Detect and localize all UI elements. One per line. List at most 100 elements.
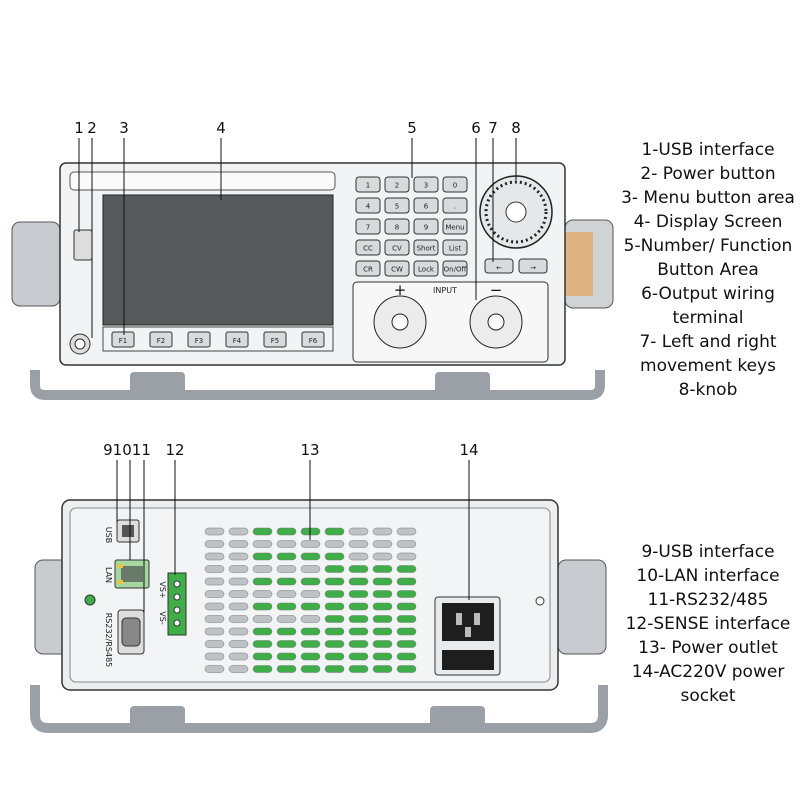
callout-4: 4 xyxy=(216,119,226,137)
vent-slot xyxy=(276,652,297,661)
keypad-key xyxy=(384,218,410,235)
keypad-key xyxy=(442,176,468,193)
vent-slot xyxy=(372,527,393,536)
keypad-key-label: 8 xyxy=(395,224,399,232)
vent-slot xyxy=(228,652,249,661)
positive-terminal-core xyxy=(391,313,409,331)
vent-slot xyxy=(300,590,321,598)
vent-slot xyxy=(396,552,417,561)
vent-slot xyxy=(228,527,249,536)
vent-slot xyxy=(348,590,369,598)
vent-slot xyxy=(324,602,345,611)
keypad-key xyxy=(442,218,468,235)
callout-3: 3 xyxy=(119,119,129,137)
front-callouts: 1 2 3 4 5 6 7 8 xyxy=(74,119,521,338)
keypad-key-label: Lock xyxy=(418,266,435,274)
terminal-plus-label: + xyxy=(394,281,407,299)
soft-key-label: F3 xyxy=(195,337,203,345)
vent-slot xyxy=(348,527,369,536)
soft-key xyxy=(187,331,211,348)
back-right-side-knob xyxy=(557,559,607,655)
vent-slot xyxy=(228,640,249,648)
soft-key xyxy=(111,331,135,348)
vent-slot xyxy=(348,565,369,573)
lan-label: LAN xyxy=(104,567,113,583)
vent-slot xyxy=(348,665,369,673)
keypad-key-label: 9 xyxy=(424,224,428,232)
vent-slot xyxy=(228,602,249,611)
soft-key xyxy=(149,331,173,348)
soft-key xyxy=(263,331,287,348)
vent-slot xyxy=(372,590,393,598)
vent-slot xyxy=(396,652,417,661)
display-screen xyxy=(102,194,334,326)
vent-slot xyxy=(372,602,393,611)
vent-slot xyxy=(228,665,249,673)
legend-item: 5-Number/ Function Button Area xyxy=(623,236,793,280)
vent-slot xyxy=(276,540,297,548)
vent-slot xyxy=(348,540,369,548)
front-usb-port xyxy=(73,229,93,261)
back-legend: 9-USB interface 10-LAN interface 11-RS23… xyxy=(618,540,798,708)
fuse-drawer xyxy=(442,650,494,670)
keypad-key xyxy=(355,176,381,193)
keypad-key xyxy=(413,239,439,256)
left-arrow-glyph: ← xyxy=(496,264,502,272)
keypad-key xyxy=(384,176,410,193)
right-arrow-glyph: → xyxy=(530,264,536,272)
keypad-key xyxy=(355,218,381,235)
keypad-key xyxy=(384,239,410,256)
legend-item: 1-USB interface xyxy=(641,140,775,160)
vent-slot xyxy=(324,552,345,561)
vent-slot xyxy=(348,615,369,623)
vs-minus-label: VS- xyxy=(158,611,167,625)
rs232-port-inner xyxy=(121,617,141,647)
vent-slot xyxy=(348,640,369,648)
vent-slot xyxy=(396,527,417,536)
legend-item: 13- Power outlet xyxy=(638,638,778,658)
vent-slot xyxy=(276,565,297,573)
vent-slot xyxy=(276,590,297,598)
vent-slot xyxy=(228,565,249,573)
vent-slot xyxy=(372,627,393,636)
back-foot-left xyxy=(130,706,185,726)
vent-slot xyxy=(324,527,345,536)
keypad-key-label: 7 xyxy=(366,224,370,232)
keypad-key-label: CV xyxy=(392,245,402,253)
vent-slot xyxy=(300,652,321,661)
vent-slot xyxy=(204,540,225,548)
usb-label: USB xyxy=(104,527,113,543)
vent-slot xyxy=(324,540,345,548)
vent-slot xyxy=(372,615,393,623)
vent-slot xyxy=(276,577,297,586)
vent-slot xyxy=(300,577,321,586)
keypad-key-label: 2 xyxy=(395,182,399,190)
vent-slot xyxy=(324,615,345,623)
vent-slot xyxy=(300,640,321,648)
front-legend: 1-USB interface 2- Power button 3- Menu … xyxy=(618,138,798,402)
callout-8: 8 xyxy=(511,119,521,137)
soft-key-label: F6 xyxy=(309,337,318,345)
front-left-side-knob xyxy=(11,221,61,307)
vent-slot xyxy=(228,577,249,586)
front-foot-right xyxy=(435,372,490,394)
legend-item: 11-RS232/485 xyxy=(647,590,769,610)
callout-9-10-11: 91011 xyxy=(103,441,151,459)
vent-slot xyxy=(372,552,393,561)
sense-terminal-screws xyxy=(173,580,181,627)
lan-led-2 xyxy=(118,580,123,584)
front-top-slot xyxy=(69,171,336,191)
callout-7: 7 xyxy=(488,119,498,137)
sense-terminal xyxy=(167,572,187,636)
vent-slot xyxy=(324,665,345,673)
callout-12: 12 xyxy=(165,441,184,459)
terminal-minus-label: − xyxy=(490,281,503,299)
vent-slot xyxy=(396,602,417,611)
soft-key-label: F1 xyxy=(119,337,127,345)
vent-slot xyxy=(372,640,393,648)
vent-slot xyxy=(372,540,393,548)
vent-slot xyxy=(324,590,345,598)
vent-slot xyxy=(276,665,297,673)
back-leader-lines xyxy=(116,460,470,612)
